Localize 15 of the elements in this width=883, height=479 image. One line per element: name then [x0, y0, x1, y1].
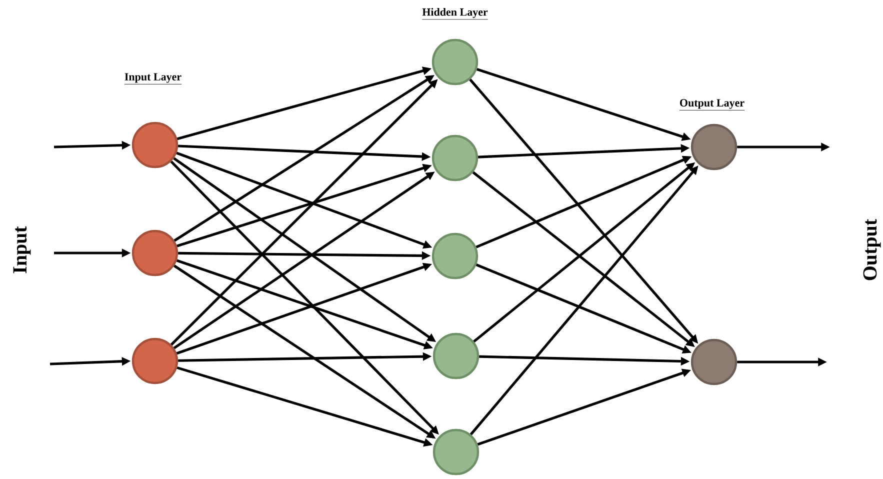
- neuron-circle: [432, 332, 480, 380]
- neuron-circle: [690, 124, 738, 170]
- neuron-circle: [432, 232, 478, 280]
- neuron-circle: [132, 230, 178, 276]
- layer-title: Hidden Layer: [422, 8, 488, 20]
- neuron-circle: [432, 134, 478, 182]
- layer-title: Input Layer: [124, 73, 182, 84]
- layer-title: Output Layer: [679, 99, 745, 110]
- neuron-circle: [132, 338, 178, 384]
- neuron-circle: [432, 38, 478, 86]
- side-label: Output: [863, 218, 881, 280]
- neuron-circle: [432, 428, 480, 476]
- side-label: Input: [13, 226, 31, 274]
- neuron-circle: [690, 338, 738, 386]
- neuron-circle: [132, 122, 178, 168]
